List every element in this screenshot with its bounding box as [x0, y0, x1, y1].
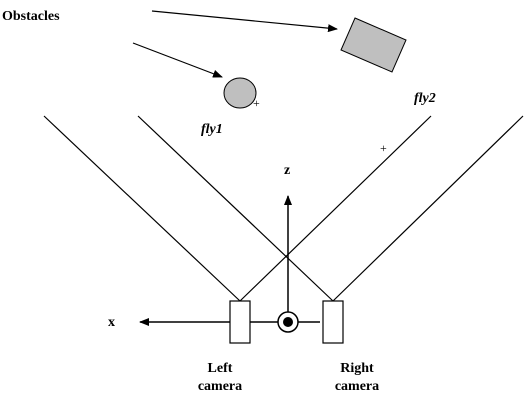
right-camera-box [322, 300, 344, 344]
fly2-label: fly2 [414, 91, 436, 106]
right-camera-label-line2: camera [334, 379, 380, 394]
obstacle-arrow-to-rectangle [151, 10, 338, 33]
left-camera-box [229, 300, 251, 344]
right-camera-label: Right camera [322, 360, 392, 396]
z-axis-label: z [284, 163, 291, 178]
fly1-obstacle-circle [223, 77, 257, 109]
origin-dot [283, 317, 293, 327]
right-camera-fov-outer [332, 115, 524, 302]
rectangular-obstacle [340, 17, 407, 73]
left-camera-label: Left camera [190, 360, 250, 396]
right-camera-fov-inner [137, 115, 334, 302]
obstacles-label: Obstacles [2, 9, 60, 24]
x-axis-label: x [108, 315, 115, 330]
left-camera-label-line2: camera [197, 379, 243, 394]
obstacle-arrow-to-circle [132, 42, 223, 78]
left-camera-label-line1: Left [207, 361, 233, 376]
fly2-marker: + [380, 141, 387, 155]
left-camera-fov-inner [239, 115, 432, 302]
fly1-label: fly1 [201, 122, 223, 137]
left-camera-fov-outer [43, 115, 241, 302]
fly1-marker: + [253, 96, 260, 110]
right-camera-label-line1: Right [340, 361, 374, 376]
